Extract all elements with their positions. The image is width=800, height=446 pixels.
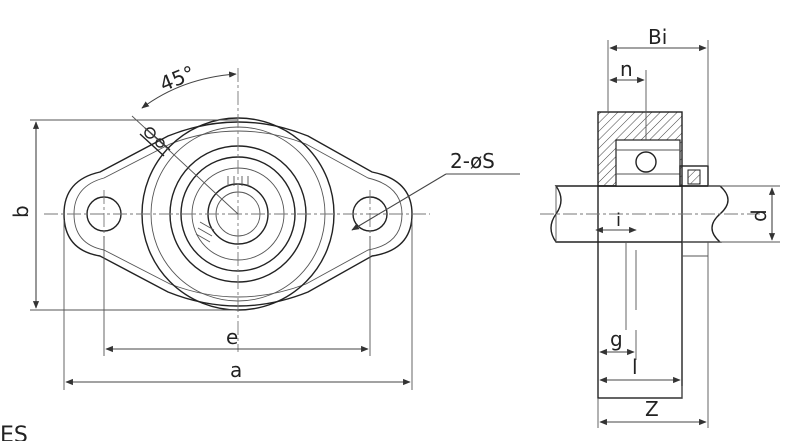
dim-n-label: n [620,57,633,81]
dim-l-label: l [632,355,638,379]
housing-body [597,185,683,399]
footer-fragment: ES [0,423,28,441]
dim-g-label: g [610,327,623,351]
holes-leader [351,173,447,231]
inner-ring-extension [679,165,709,187]
front-view: 45° 2-øS b e a [9,61,520,390]
side-view: Bi n d i g l Z [540,25,780,428]
set-screw [687,169,701,185]
dim-i-label: i [616,210,621,231]
dim-e-label: e [226,325,238,349]
dim-d-label: d [747,209,771,222]
dim-bi-label: Bi [648,25,667,49]
set-screw-marks [195,176,249,243]
angle-arc [141,71,237,109]
angle-leader-line [131,115,239,215]
holes-label: 2-øS [450,149,495,173]
flange-inner-outline [73,130,403,298]
dim-a-label: a [230,358,242,382]
bearing-ball [635,151,657,173]
dim-z-label: Z [645,397,659,421]
bearing-insert [615,139,681,187]
dim-b-label: b [9,205,33,218]
angle-label: 45° [156,61,198,97]
